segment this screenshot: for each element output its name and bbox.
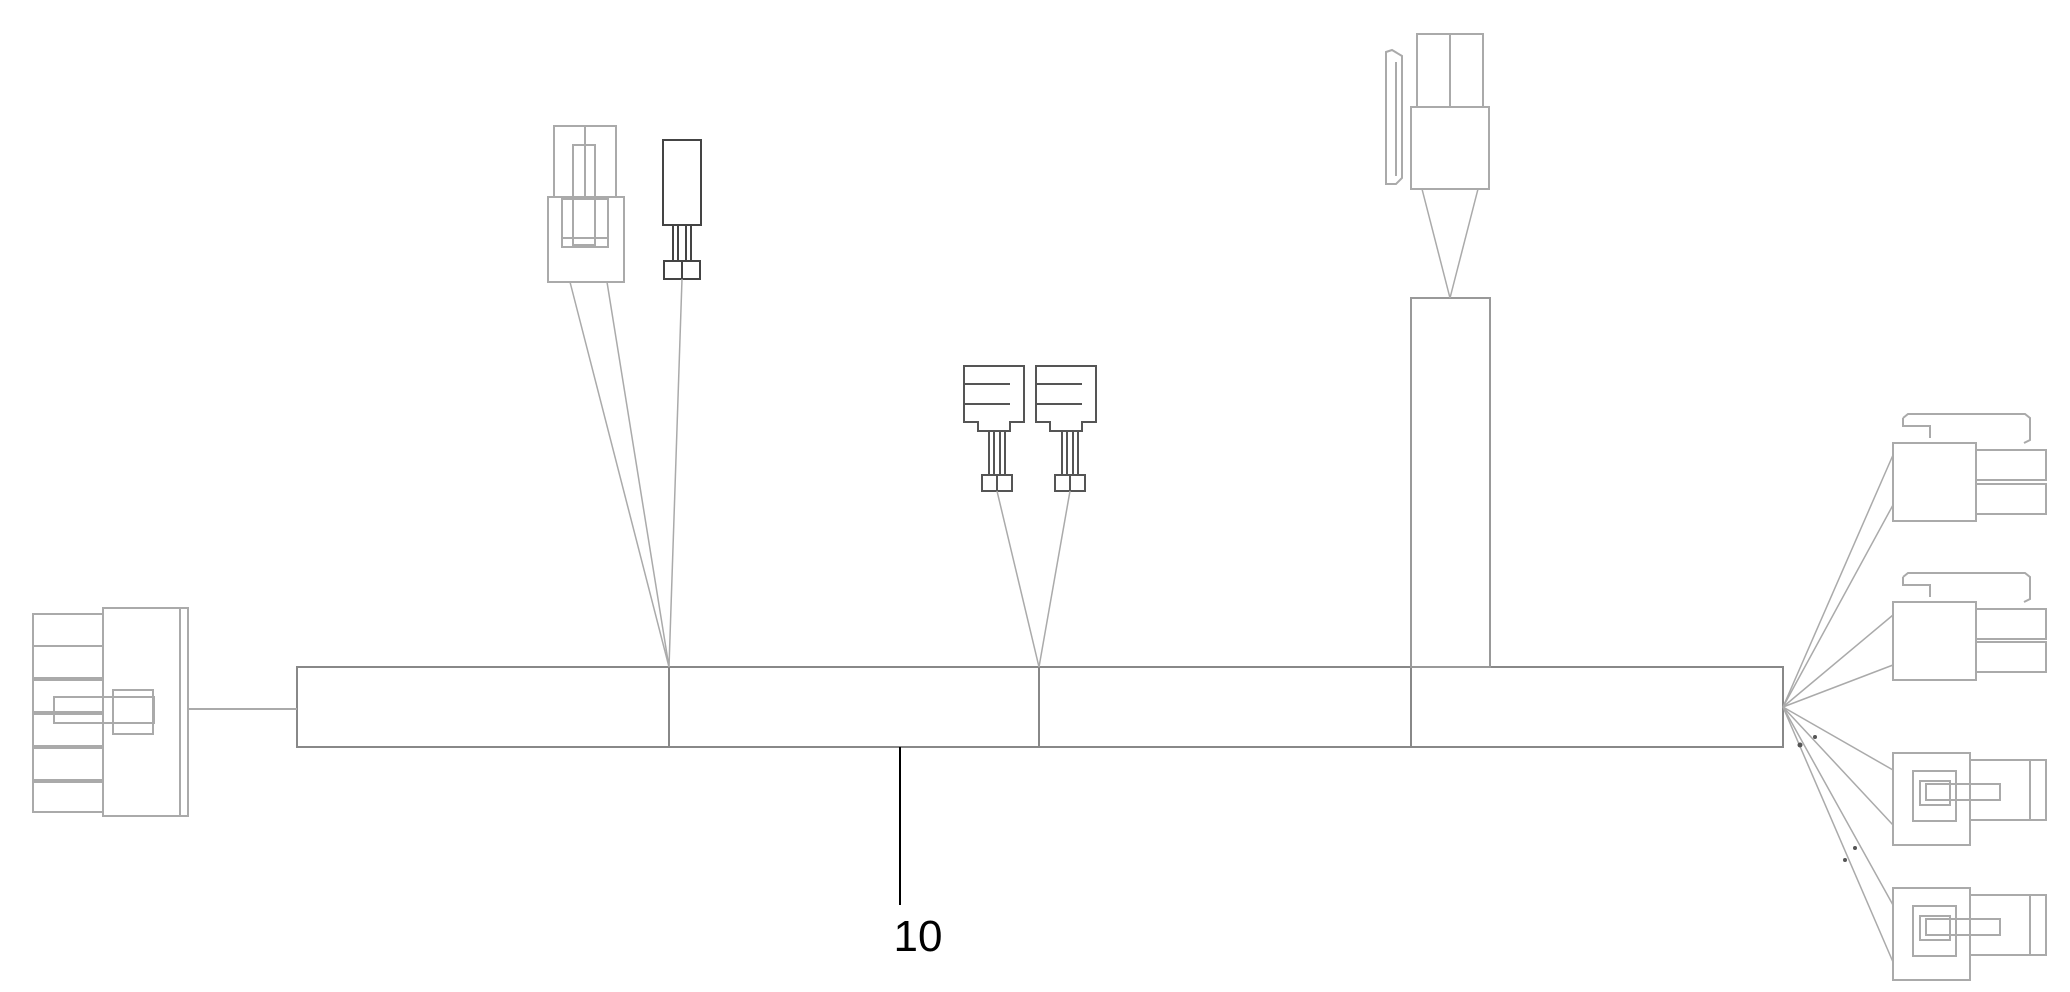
top-right-connector	[1385, 33, 1490, 190]
wires-center	[996, 490, 1071, 668]
center-terminal-pair	[963, 365, 1097, 492]
top-left-connector-group	[547, 125, 625, 283]
branch-sleeve	[1410, 297, 1491, 668]
harness-trunk	[296, 666, 1784, 748]
callout-label-10: 10	[893, 912, 943, 961]
right-connector-4	[1892, 887, 2047, 981]
wires-top-right	[1421, 188, 1479, 299]
terminal-connector-b	[662, 139, 702, 280]
wire-markers	[1797, 735, 1857, 862]
left-main-connector	[32, 607, 297, 817]
trunk-segment-3	[1038, 666, 1412, 748]
trunk-segment-2	[668, 666, 1040, 748]
right-connector-1	[1892, 413, 2047, 522]
wires-top-left	[569, 278, 683, 668]
right-connector-3	[1892, 752, 2047, 846]
right-connector-2	[1892, 572, 2047, 681]
wires-right-fan	[1782, 454, 1894, 963]
trunk-segment-1	[296, 666, 670, 748]
trunk-segment-4	[1410, 666, 1784, 748]
housing-connector-a	[547, 196, 625, 283]
